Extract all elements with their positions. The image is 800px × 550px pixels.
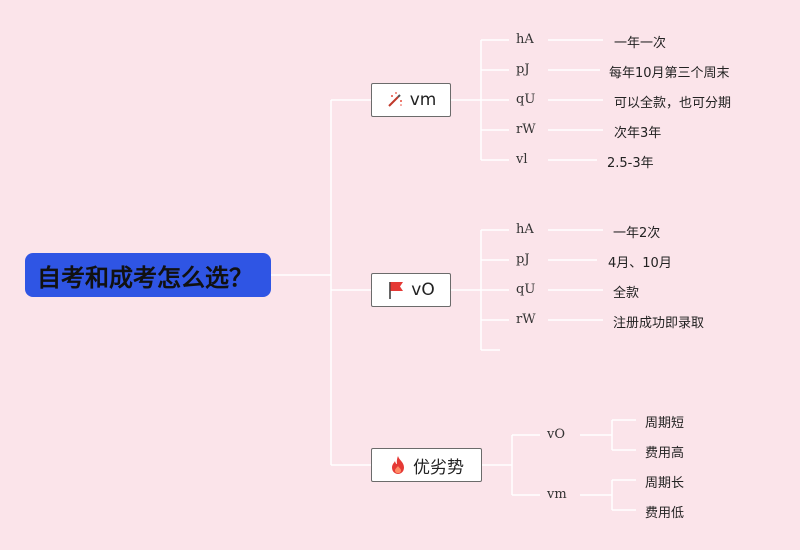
root-topic[interactable]: 自考和成考怎么选？ (25, 253, 271, 297)
branch3-group-2-key: vm (547, 487, 567, 502)
branch2-key-4: rW (516, 312, 536, 327)
branch-label-1: vm (409, 90, 437, 110)
branch2-value-4: 注册成功即录取 (613, 316, 705, 331)
red-flag-icon (387, 280, 405, 300)
branch1-value-2: 每年10月第三个周末 (609, 66, 730, 81)
branch3-group-1-item-1: 周期短 (645, 416, 685, 431)
branch1-key-4: rW (516, 122, 536, 137)
branch3-group-1-item-2: 费用高 (645, 446, 685, 461)
branch1-value-1: 一年一次 (614, 36, 667, 51)
branch3-group-1-key: vO (547, 427, 566, 442)
branch1-key-1: hA (516, 32, 534, 47)
branch-label-3: 优劣势 (413, 457, 464, 478)
branch-node-2[interactable]: vO (371, 273, 451, 307)
branch-node-1[interactable]: vm (371, 83, 451, 117)
branch2-value-1: 一年2次 (613, 226, 661, 241)
branch1-value-4: 次年3年 (614, 126, 662, 141)
magic-wand-icon (386, 91, 404, 109)
branch1-value-3: 可以全款，也可分期 (614, 96, 732, 111)
fire-icon (389, 455, 407, 475)
branch1-key-5: vl (516, 152, 528, 167)
branch2-key-1: hA (516, 222, 534, 237)
branch2-value-3: 全款 (613, 286, 640, 301)
branch3-group-2-item-2: 费用低 (645, 506, 685, 521)
branch1-key-3: qU (516, 92, 536, 107)
branch1-value-5: 2.5-3年 (607, 156, 654, 171)
branch1-key-2: pJ (516, 62, 530, 77)
branch2-key-3: qU (516, 282, 536, 297)
root-title: 自考和成考怎么选？ (37, 263, 253, 292)
branch-node-3[interactable]: 优劣势 (371, 448, 482, 482)
branch3-group-2-item-1: 周期长 (645, 476, 685, 491)
branch-label-2: vO (411, 280, 435, 300)
branch2-key-2: pJ (516, 252, 530, 267)
branch2-value-2: 4月、10月 (608, 256, 672, 271)
